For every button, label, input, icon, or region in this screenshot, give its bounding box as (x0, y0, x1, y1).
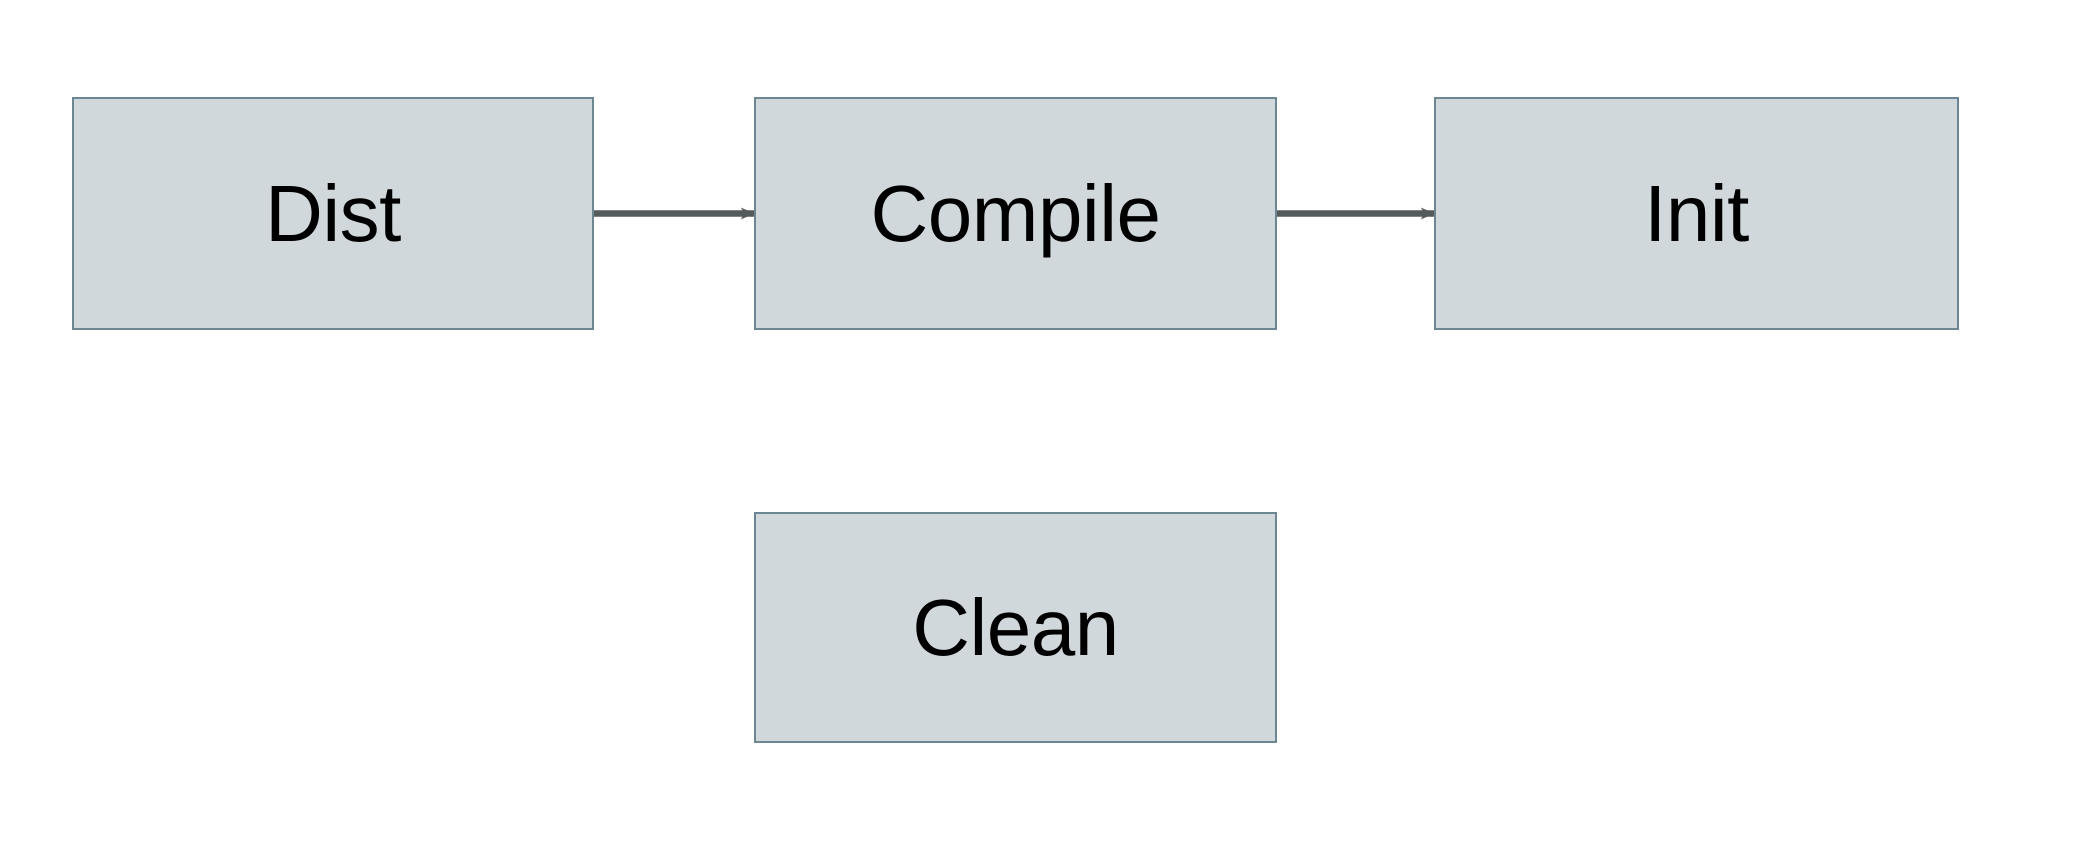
edge-compile-to-init-hitarea[interactable] (1277, 193, 1434, 233)
node-init[interactable]: Init (1434, 97, 1959, 330)
node-dist-label: Dist (265, 168, 401, 258)
node-dist[interactable]: Dist (72, 97, 594, 330)
node-compile[interactable]: Compile (754, 97, 1277, 330)
edge-dist-to-compile-hitarea[interactable] (594, 193, 754, 233)
node-clean-label: Clean (912, 582, 1119, 672)
node-clean[interactable]: Clean (754, 512, 1277, 743)
node-compile-label: Compile (870, 168, 1161, 258)
node-init-label: Init (1644, 168, 1749, 258)
